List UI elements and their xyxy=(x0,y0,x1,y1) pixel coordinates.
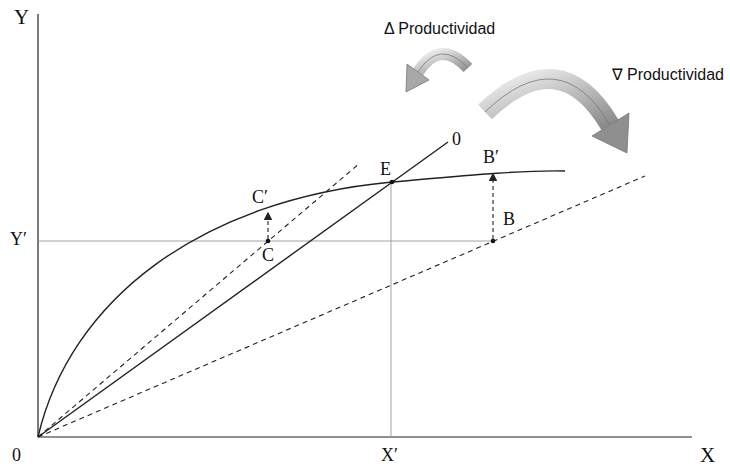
point-dot xyxy=(491,239,496,244)
curved-arrow xyxy=(485,79,610,125)
curved-arrow-edge xyxy=(418,54,468,72)
curved-arrow xyxy=(418,54,468,72)
shift-arrow xyxy=(492,177,493,239)
axis-label: Y xyxy=(14,6,29,29)
solid-ray xyxy=(38,142,448,437)
production-curve xyxy=(38,171,565,437)
point-label: C xyxy=(262,246,274,266)
guide-line xyxy=(38,241,493,242)
axis-value-label: Y′ xyxy=(10,230,27,250)
curved-arrow-edge xyxy=(485,79,610,125)
shift-arrow xyxy=(267,216,268,239)
point-label: E xyxy=(380,160,391,180)
arrow-label: ∇ Productividad xyxy=(612,66,724,84)
arrow-label: Δ Productividad xyxy=(384,20,495,38)
point-label: B′ xyxy=(483,148,499,168)
origin-label: 0 xyxy=(12,446,21,466)
arrow-head xyxy=(406,64,429,92)
dashed-ray xyxy=(38,176,645,437)
x-axis xyxy=(38,436,692,437)
axis-label: X xyxy=(700,444,715,467)
arrow-head xyxy=(592,113,629,153)
point-label: B xyxy=(503,210,515,230)
point-label: C′ xyxy=(252,188,268,208)
dashed-ray xyxy=(38,163,360,437)
guide-line xyxy=(391,182,392,437)
ray-label: 0 xyxy=(452,130,461,150)
axis-value-label: X′ xyxy=(381,446,398,466)
point-dot xyxy=(266,239,271,244)
point-dot xyxy=(390,180,395,185)
y-axis xyxy=(37,14,38,437)
